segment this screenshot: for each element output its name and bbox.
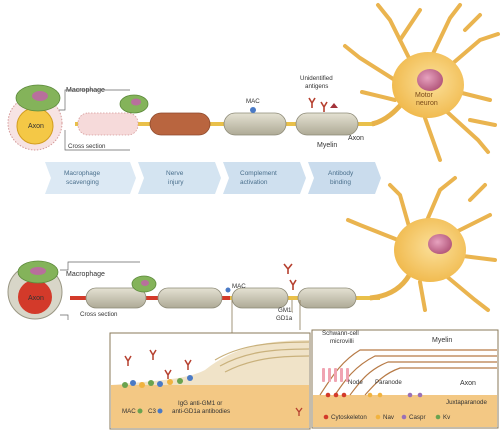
- schwann-microvilli: [322, 368, 349, 382]
- step-2-line1: Nerve: [166, 170, 184, 177]
- macrophage-label: Macrophage: [66, 87, 105, 94]
- bottom-cross-section: Axon Macrophage Cross section: [7, 260, 140, 320]
- pathogenesis-steps: Macrophage scavenging Nerve injury Compl…: [45, 162, 381, 194]
- step-arrow-4: [308, 162, 381, 194]
- bottom-antibodies: [283, 263, 297, 290]
- cross-section-label: Cross section: [68, 143, 106, 150]
- step-4-line2: binding: [330, 179, 351, 186]
- neuron-nucleus: [417, 69, 443, 91]
- macrophage-nucleus: [32, 91, 48, 101]
- left-inset: IgG anti-GM1 or anti-GD1a antibodies C3 …: [109, 332, 311, 430]
- right-inset-myelin-layers: [319, 349, 497, 396]
- left-inset-antibodies: [124, 349, 192, 379]
- legend-nav: Nav: [383, 414, 395, 421]
- step-arrow-2: [138, 162, 221, 194]
- gm1-label-2: GD1a: [276, 315, 293, 322]
- motor-neuron-bottom: [346, 176, 497, 312]
- c3-label: C3: [148, 408, 156, 415]
- antigen-marker: [330, 103, 338, 108]
- macrophage-label-bottom: Macrophage: [66, 271, 105, 278]
- bottom-mac-complex: [225, 287, 231, 293]
- degenerating-myelin: [149, 112, 211, 136]
- axon-macrophage-nucleus: [131, 98, 141, 106]
- step-3-line1: Complement: [240, 170, 277, 177]
- axon-label-top: Axon: [348, 135, 364, 142]
- myelin-label: Myelin: [317, 142, 337, 149]
- bottom-mac-label: MAC: [232, 283, 246, 290]
- axon-red-cross-section: [18, 280, 52, 314]
- bottom-panel: Axon Macrophage Cross section MAC GM1, G…: [7, 176, 499, 430]
- step-3-line2: activation: [240, 179, 268, 186]
- schwann-label-1: Schwann-cell: [322, 330, 359, 337]
- bottom-myelin-1: [85, 287, 147, 309]
- step-1-line1: Macrophage: [64, 170, 101, 177]
- right-inset-axoplasm: [313, 395, 497, 427]
- step-1-line2: scavenging: [66, 179, 99, 186]
- legend-kv: Kv: [443, 414, 451, 421]
- unidentified-antigens-label-2: antigens: [305, 83, 328, 90]
- step-2-line2: injury: [168, 179, 184, 186]
- top-panel: Axon Macrophage Cross section MAC Uniden…: [7, 3, 500, 194]
- step-4-line1: Antibody: [328, 170, 354, 177]
- schwann-label-2: microvilli: [330, 338, 354, 345]
- right-inset-channels: [325, 392, 423, 398]
- unidentified-antigens-label-1: Unidentified: [300, 75, 333, 82]
- myelin-segment-3: [295, 112, 359, 136]
- gm1-label-1: GM1,: [278, 307, 293, 314]
- left-inset-mac-label: MAC: [122, 408, 136, 415]
- legend-cytoskeleton: Cytoskeleton: [331, 414, 367, 421]
- mac-label: MAC: [246, 98, 260, 105]
- motor-neuron-label-2: neuron: [416, 100, 438, 107]
- bottom-macrophage-nucleus: [30, 267, 46, 275]
- step-arrow-1: [45, 162, 136, 194]
- cross-section-label-bottom: Cross section: [80, 311, 118, 318]
- step-arrow-3: [223, 162, 306, 194]
- igg-label-2: anti-GD1a antibodies: [172, 408, 230, 415]
- antibodies: [308, 97, 328, 112]
- axon-label: Axon: [28, 123, 44, 130]
- igg-label-1: IgG anti-GM1 or: [178, 400, 222, 407]
- right-inset: Schwann-cell microvilli Myelin Axon Para…: [311, 329, 499, 429]
- right-inset-legend: Cytoskeleton Nav Caspr Kv: [323, 414, 451, 421]
- myelin-debris-segment: [77, 112, 139, 136]
- bracket-line: [58, 89, 130, 151]
- bottom-myelin-3: [231, 287, 289, 309]
- motor-neuron-label-1: Motor: [415, 92, 434, 99]
- top-cross-section: Axon Macrophage Cross section: [7, 84, 106, 151]
- myelin-segment-2: [223, 112, 287, 136]
- bottom-myelin-2: [157, 287, 223, 309]
- bottom-neuron-soma: [394, 218, 466, 282]
- node-label: Node: [348, 379, 363, 386]
- bottom-myelin-4: [297, 287, 357, 309]
- bottom-neuron-nucleus: [428, 234, 452, 254]
- legend-caspr: Caspr: [409, 414, 426, 421]
- mac-complex: [250, 107, 256, 113]
- left-inset-myelin: [111, 340, 309, 385]
- axon-label-bottom: Axon: [28, 295, 44, 302]
- left-inset-proteins: [122, 375, 193, 388]
- axon-label-right-inset: Axon: [460, 380, 476, 387]
- paranode-label: Paranode: [375, 379, 402, 386]
- myelin-label-bottom: Myelin: [432, 337, 452, 344]
- left-inset-axoplasm: [111, 385, 309, 428]
- motor-neuron-top: Motor neuron: [343, 3, 500, 162]
- juxtaparanode-label: Juxtaparanode: [446, 399, 487, 406]
